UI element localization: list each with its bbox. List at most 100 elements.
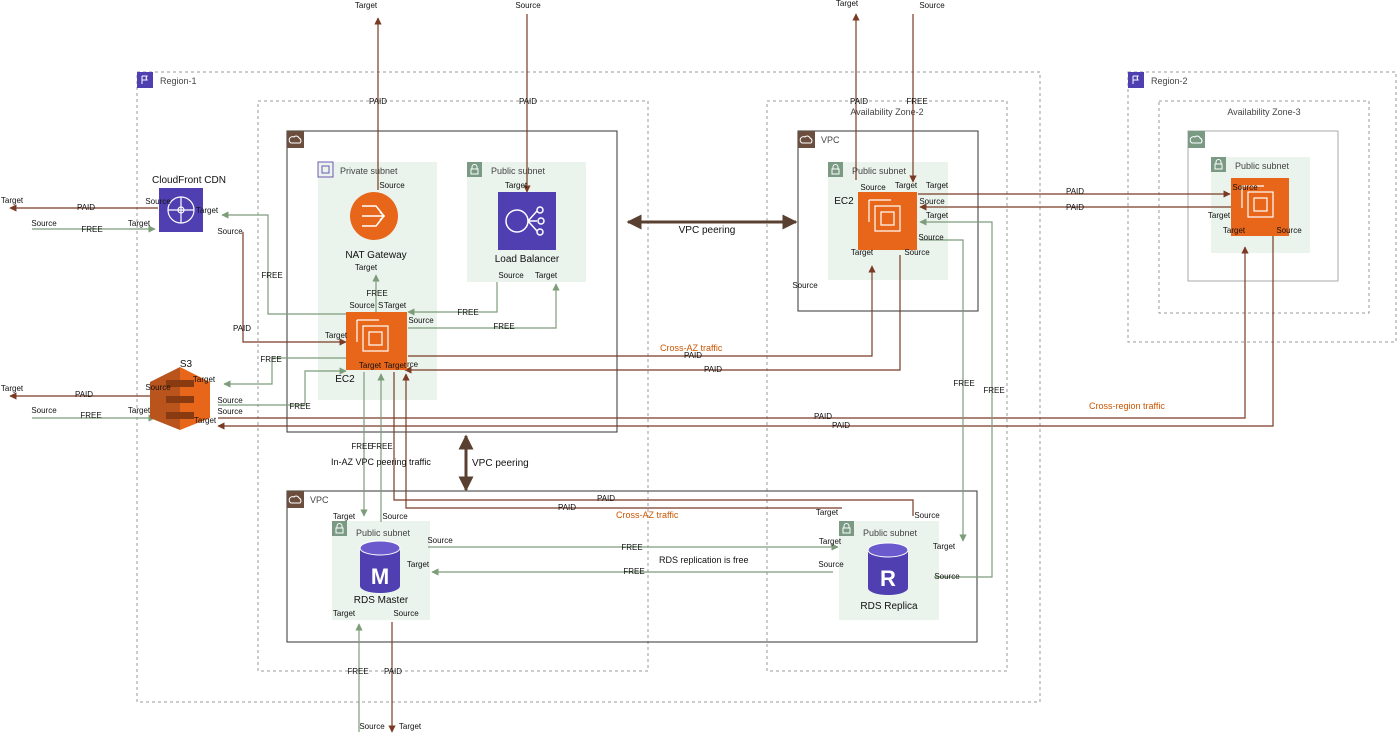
cloudfront-service: CloudFront CDN [152, 175, 226, 232]
target-label: Target [1, 196, 24, 205]
paid-label: PAID [233, 324, 251, 333]
target-label: Target [333, 609, 356, 618]
target-label: Target [895, 181, 918, 190]
public-subnet-label: Public subnet [356, 528, 411, 538]
paid-label: PAID [684, 351, 702, 360]
database-icon [359, 540, 401, 593]
s3-icon [150, 367, 210, 430]
target-label: Target [1223, 226, 1246, 235]
chip-icon [356, 319, 389, 352]
target-label: Target [384, 301, 407, 310]
free-label: FREE [983, 386, 1004, 395]
in-az-peering-label: In-AZ VPC peering traffic [331, 457, 431, 467]
free-label: FREE [457, 308, 478, 317]
ec2-instance-2: EC2 [834, 192, 917, 250]
rds-replication-label: RDS replication is free [659, 555, 749, 565]
target-label: Target [196, 206, 219, 215]
free-label: FREE [351, 442, 372, 451]
chip-icon [1241, 185, 1274, 218]
cross-az-label: Cross-AZ traffic [616, 510, 679, 520]
free-label: FREE [347, 667, 368, 676]
target-label: Target [816, 508, 839, 517]
paid-label: PAID [597, 494, 615, 503]
cloud-icon [798, 131, 815, 148]
target-label: Target [535, 271, 558, 280]
free-label: FREE [366, 289, 387, 298]
source-label: Source [408, 316, 434, 325]
source-label: Source [145, 197, 171, 206]
paid-label: PAID [832, 421, 850, 430]
free-label: FREE [371, 442, 392, 451]
source-label: Source [919, 197, 945, 206]
source-label: Source [818, 560, 844, 569]
target-label: Target [399, 722, 422, 731]
free-label: FREE [953, 379, 974, 388]
target-label: Target [194, 416, 217, 425]
cloudfront-label: CloudFront CDN [152, 175, 226, 186]
ec2-label: EC2 [834, 196, 854, 207]
vpc-peering-label: VPC peering [679, 225, 736, 236]
public-subnet-label: Public subnet [491, 166, 546, 176]
vpc-3-label: VPC [821, 135, 840, 145]
target-label: Target [819, 537, 842, 546]
s3-label: S3 [180, 359, 193, 370]
target-label: Target [333, 512, 356, 521]
source-label: Source [427, 536, 453, 545]
source-label: Source [860, 183, 886, 192]
public-subnet-2: Public subnet [828, 162, 948, 280]
free-label: FREE [493, 322, 514, 331]
free-label: FREE [289, 402, 310, 411]
load-balancer-label: Load Balancer [495, 254, 560, 265]
target-label: Target [926, 181, 949, 190]
cross-az-label: Cross-AZ traffic [660, 343, 723, 353]
public-subnet-label: Public subnet [1235, 161, 1290, 171]
target-label: Target [355, 263, 378, 272]
source-label: Source [1232, 183, 1258, 192]
cloudfront-icon [167, 196, 195, 224]
source-label: Source [31, 406, 57, 415]
target-label: Target [505, 181, 528, 190]
source-label: Source [919, 1, 945, 10]
nat-icon [362, 205, 386, 227]
connectors [9, 13, 1274, 733]
vpc-4-box [1187, 130, 1339, 282]
cloud-icon [287, 131, 304, 148]
target-label: Target [193, 375, 216, 384]
free-label: FREE [906, 97, 927, 106]
ec2-instance-3 [1231, 178, 1289, 236]
target-label: Target [384, 361, 407, 370]
source-label: Source [217, 407, 243, 416]
chip-icon [868, 199, 901, 232]
paid-label: PAID [1066, 187, 1084, 196]
public-subnet-label: Public subnet [863, 528, 918, 538]
vpc-2-box: VPC [286, 490, 978, 643]
availability-zone-2-box: Availability Zone-2 [766, 100, 1008, 672]
rds-replica-letter: R [880, 566, 896, 591]
ec2-label: EC2 [335, 374, 355, 385]
label-fragment: rce [407, 360, 419, 369]
load-balancer-service: Load Balancer [495, 192, 560, 265]
paid-label: PAID [75, 390, 93, 399]
region-1-box: Region-1 [136, 71, 1041, 703]
cloud-icon [287, 491, 304, 508]
paid-label: PAID [850, 97, 868, 106]
source-label: Source [145, 383, 171, 392]
paid-label: PAID [77, 203, 95, 212]
source-label: Source [217, 396, 243, 405]
region-2-box: Region-2 [1127, 71, 1397, 343]
source-label: Source [792, 281, 818, 290]
source-label: Source [498, 271, 524, 280]
paid-label: PAID [814, 412, 832, 421]
s3-service: S3 [150, 359, 210, 430]
paid-label: PAID [558, 503, 576, 512]
source-label: Source [904, 248, 930, 257]
nat-gateway-service: NAT Gateway [345, 192, 407, 261]
source-label: Source [1276, 226, 1302, 235]
target-label: Target [1208, 211, 1231, 220]
source-label: Source [393, 609, 419, 618]
free-label: FREE [81, 225, 102, 234]
free-label: FREE [623, 567, 644, 576]
availability-zone-3-label: Availability Zone-3 [1227, 107, 1300, 117]
